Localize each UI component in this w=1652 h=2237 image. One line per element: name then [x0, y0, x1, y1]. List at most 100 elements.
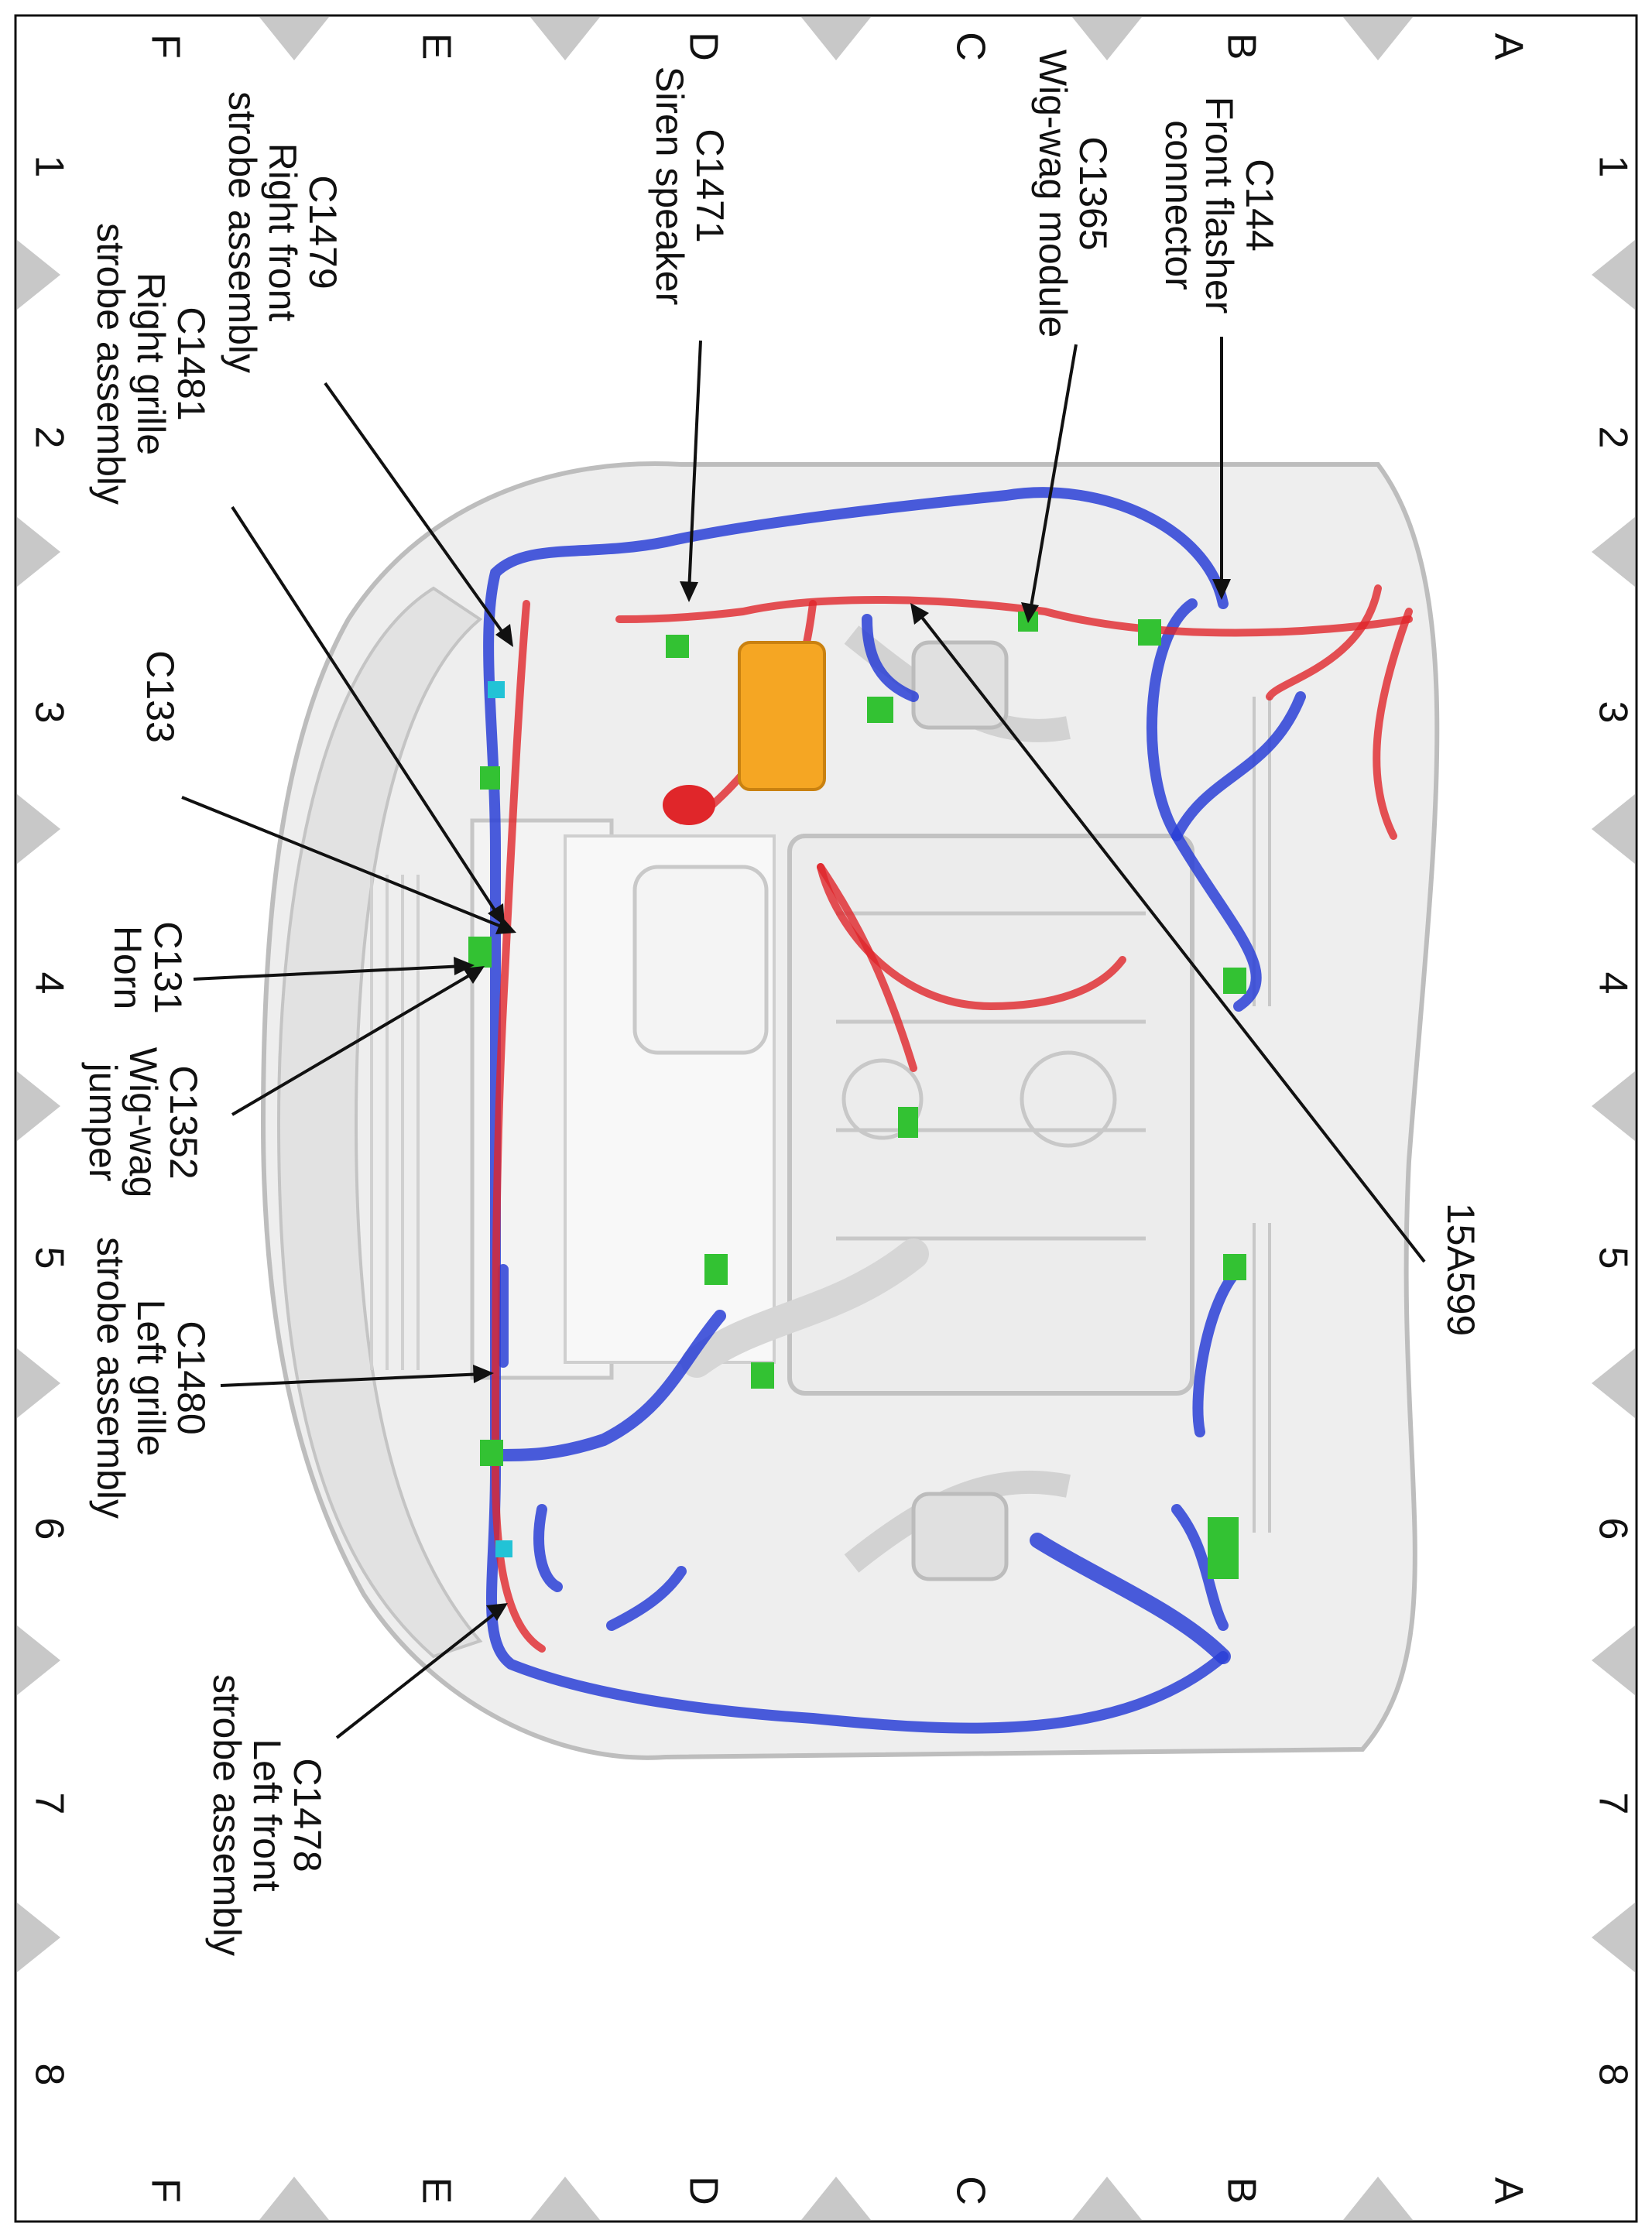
grid-markers — [17, 17, 1635, 2220]
callout-description: jumper — [81, 1062, 125, 1182]
green-connector-2 — [1138, 619, 1161, 646]
leader-lines — [181, 337, 1426, 1739]
callout-code: C131 — [146, 921, 190, 1014]
grid-marker — [801, 2177, 871, 2220]
grid-column-label: 8 — [26, 2064, 71, 2086]
callout-code: C133 — [139, 650, 182, 743]
grid-column-label: 5 — [1590, 1247, 1635, 1269]
leader-c1481 — [231, 505, 501, 919]
grid-column-label: 7 — [1590, 1793, 1635, 1815]
cyan-connector-1 — [488, 681, 505, 698]
grid-column-label: 6 — [1590, 1518, 1635, 1540]
callout-c133: C133 — [139, 650, 182, 743]
callout-code: C1471 — [688, 128, 732, 242]
red-connector — [663, 785, 715, 825]
leader-c133 — [181, 796, 508, 930]
green-connector-1 — [867, 697, 893, 723]
grid-marker — [801, 17, 871, 60]
green-connector-11 — [480, 1440, 503, 1466]
cyan-connector-2 — [495, 1540, 512, 1557]
siren-amplifier-module — [738, 641, 826, 791]
grid-marker — [1592, 1348, 1635, 1418]
grid-marker — [17, 794, 60, 864]
leader-arrowheads — [454, 579, 1231, 1621]
vehicle-front-end — [260, 461, 1440, 1760]
grid-marker — [1592, 794, 1635, 864]
grid-marker — [17, 1348, 60, 1418]
grid-column-label: 4 — [1590, 972, 1635, 995]
callout-description: Horn — [106, 926, 149, 1009]
strut-tower-left — [911, 1492, 1009, 1581]
grid-row-label: C — [948, 2176, 992, 2205]
grid-marker — [530, 17, 600, 60]
components — [468, 611, 1246, 1579]
callout-p15a599: 15A599 — [1439, 1203, 1482, 1336]
grid-row-label: A — [1486, 2177, 1530, 2204]
grid-row-label: F — [142, 34, 187, 59]
grid-marker — [17, 1071, 60, 1141]
grid-column-label: 2 — [1590, 427, 1635, 449]
green-connector-4 — [1223, 1254, 1246, 1280]
green-connector-5 — [1208, 1517, 1239, 1579]
grid-column-label: 1 — [26, 156, 71, 178]
grid-column-label: 5 — [26, 1247, 71, 1269]
grid-row-label: C — [948, 32, 992, 61]
grid-marker — [1343, 17, 1413, 60]
green-connector-3 — [1223, 968, 1246, 994]
callout-description: Wig-wag module — [1031, 50, 1074, 337]
green-connector-7 — [704, 1254, 728, 1285]
grid-column-label: 3 — [26, 701, 71, 724]
grid-column-label: 1 — [1590, 156, 1635, 178]
grid-row-label: F — [142, 2178, 187, 2203]
grid-row-label: B — [1218, 33, 1263, 60]
callout-code: C1480 — [170, 1321, 213, 1434]
grid-column-label: 4 — [26, 972, 71, 995]
grid-marker — [17, 517, 60, 587]
leader-15a599 — [916, 610, 1426, 1263]
leader-c1352 — [231, 970, 478, 1116]
intake-tube — [681, 1238, 929, 1378]
callout-description: Right grille — [129, 272, 173, 455]
grid-row-label: D — [680, 32, 725, 61]
grid-marker — [1592, 1626, 1635, 1695]
grid-marker — [1592, 517, 1635, 587]
grid-column-label: 2 — [26, 427, 71, 449]
green-connector-13 — [666, 635, 689, 658]
grid-marker — [530, 2177, 600, 2220]
green-connector-8 — [751, 1362, 774, 1389]
callout-description: Left front — [245, 1739, 289, 1891]
leader-c1365 — [1028, 344, 1078, 616]
leader-c1478 — [335, 1608, 501, 1739]
strut-tower-right — [911, 640, 1009, 730]
callout-code: C144 — [1238, 159, 1281, 252]
grid-marker — [17, 1903, 60, 1972]
grid-row-label: D — [680, 2176, 725, 2205]
callout-description: strobe assembly — [221, 91, 264, 373]
green-connector-9 — [468, 937, 492, 968]
callout-description: connector — [1157, 120, 1201, 290]
grid-marker — [1592, 240, 1635, 310]
callout-code: 15A599 — [1439, 1203, 1482, 1336]
callout-description: Right front — [261, 143, 304, 322]
grid-column-label: 3 — [1590, 701, 1635, 724]
grid-marker — [17, 1626, 60, 1695]
grid-marker — [259, 17, 329, 60]
grid-marker — [17, 240, 60, 310]
grid-marker — [1592, 1071, 1635, 1141]
grid-column-label: 6 — [26, 1518, 71, 1540]
grid-row-label: E — [413, 2177, 458, 2204]
callout-code: C1352 — [162, 1065, 205, 1179]
grid-row-label: A — [1486, 33, 1530, 60]
callout-description: Wig-wag — [122, 1047, 165, 1197]
grid-marker — [1072, 2177, 1142, 2220]
grid-marker — [1343, 2177, 1413, 2220]
